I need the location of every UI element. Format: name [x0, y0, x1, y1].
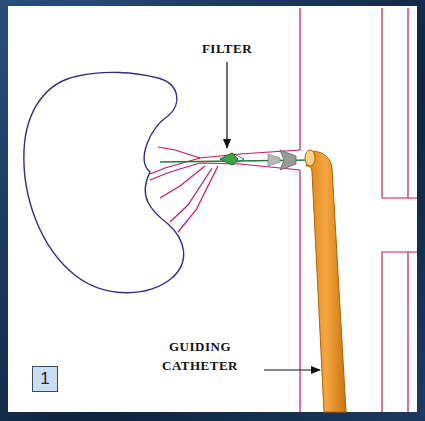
guiding-catheter [306, 151, 346, 412]
figure-number: 1 [40, 369, 49, 389]
part-label: GUIDING CATHETER [140, 338, 260, 376]
kidney-outline [24, 72, 184, 292]
figure-number-box: 1 [32, 366, 58, 392]
part-label: FILTER [187, 40, 267, 59]
